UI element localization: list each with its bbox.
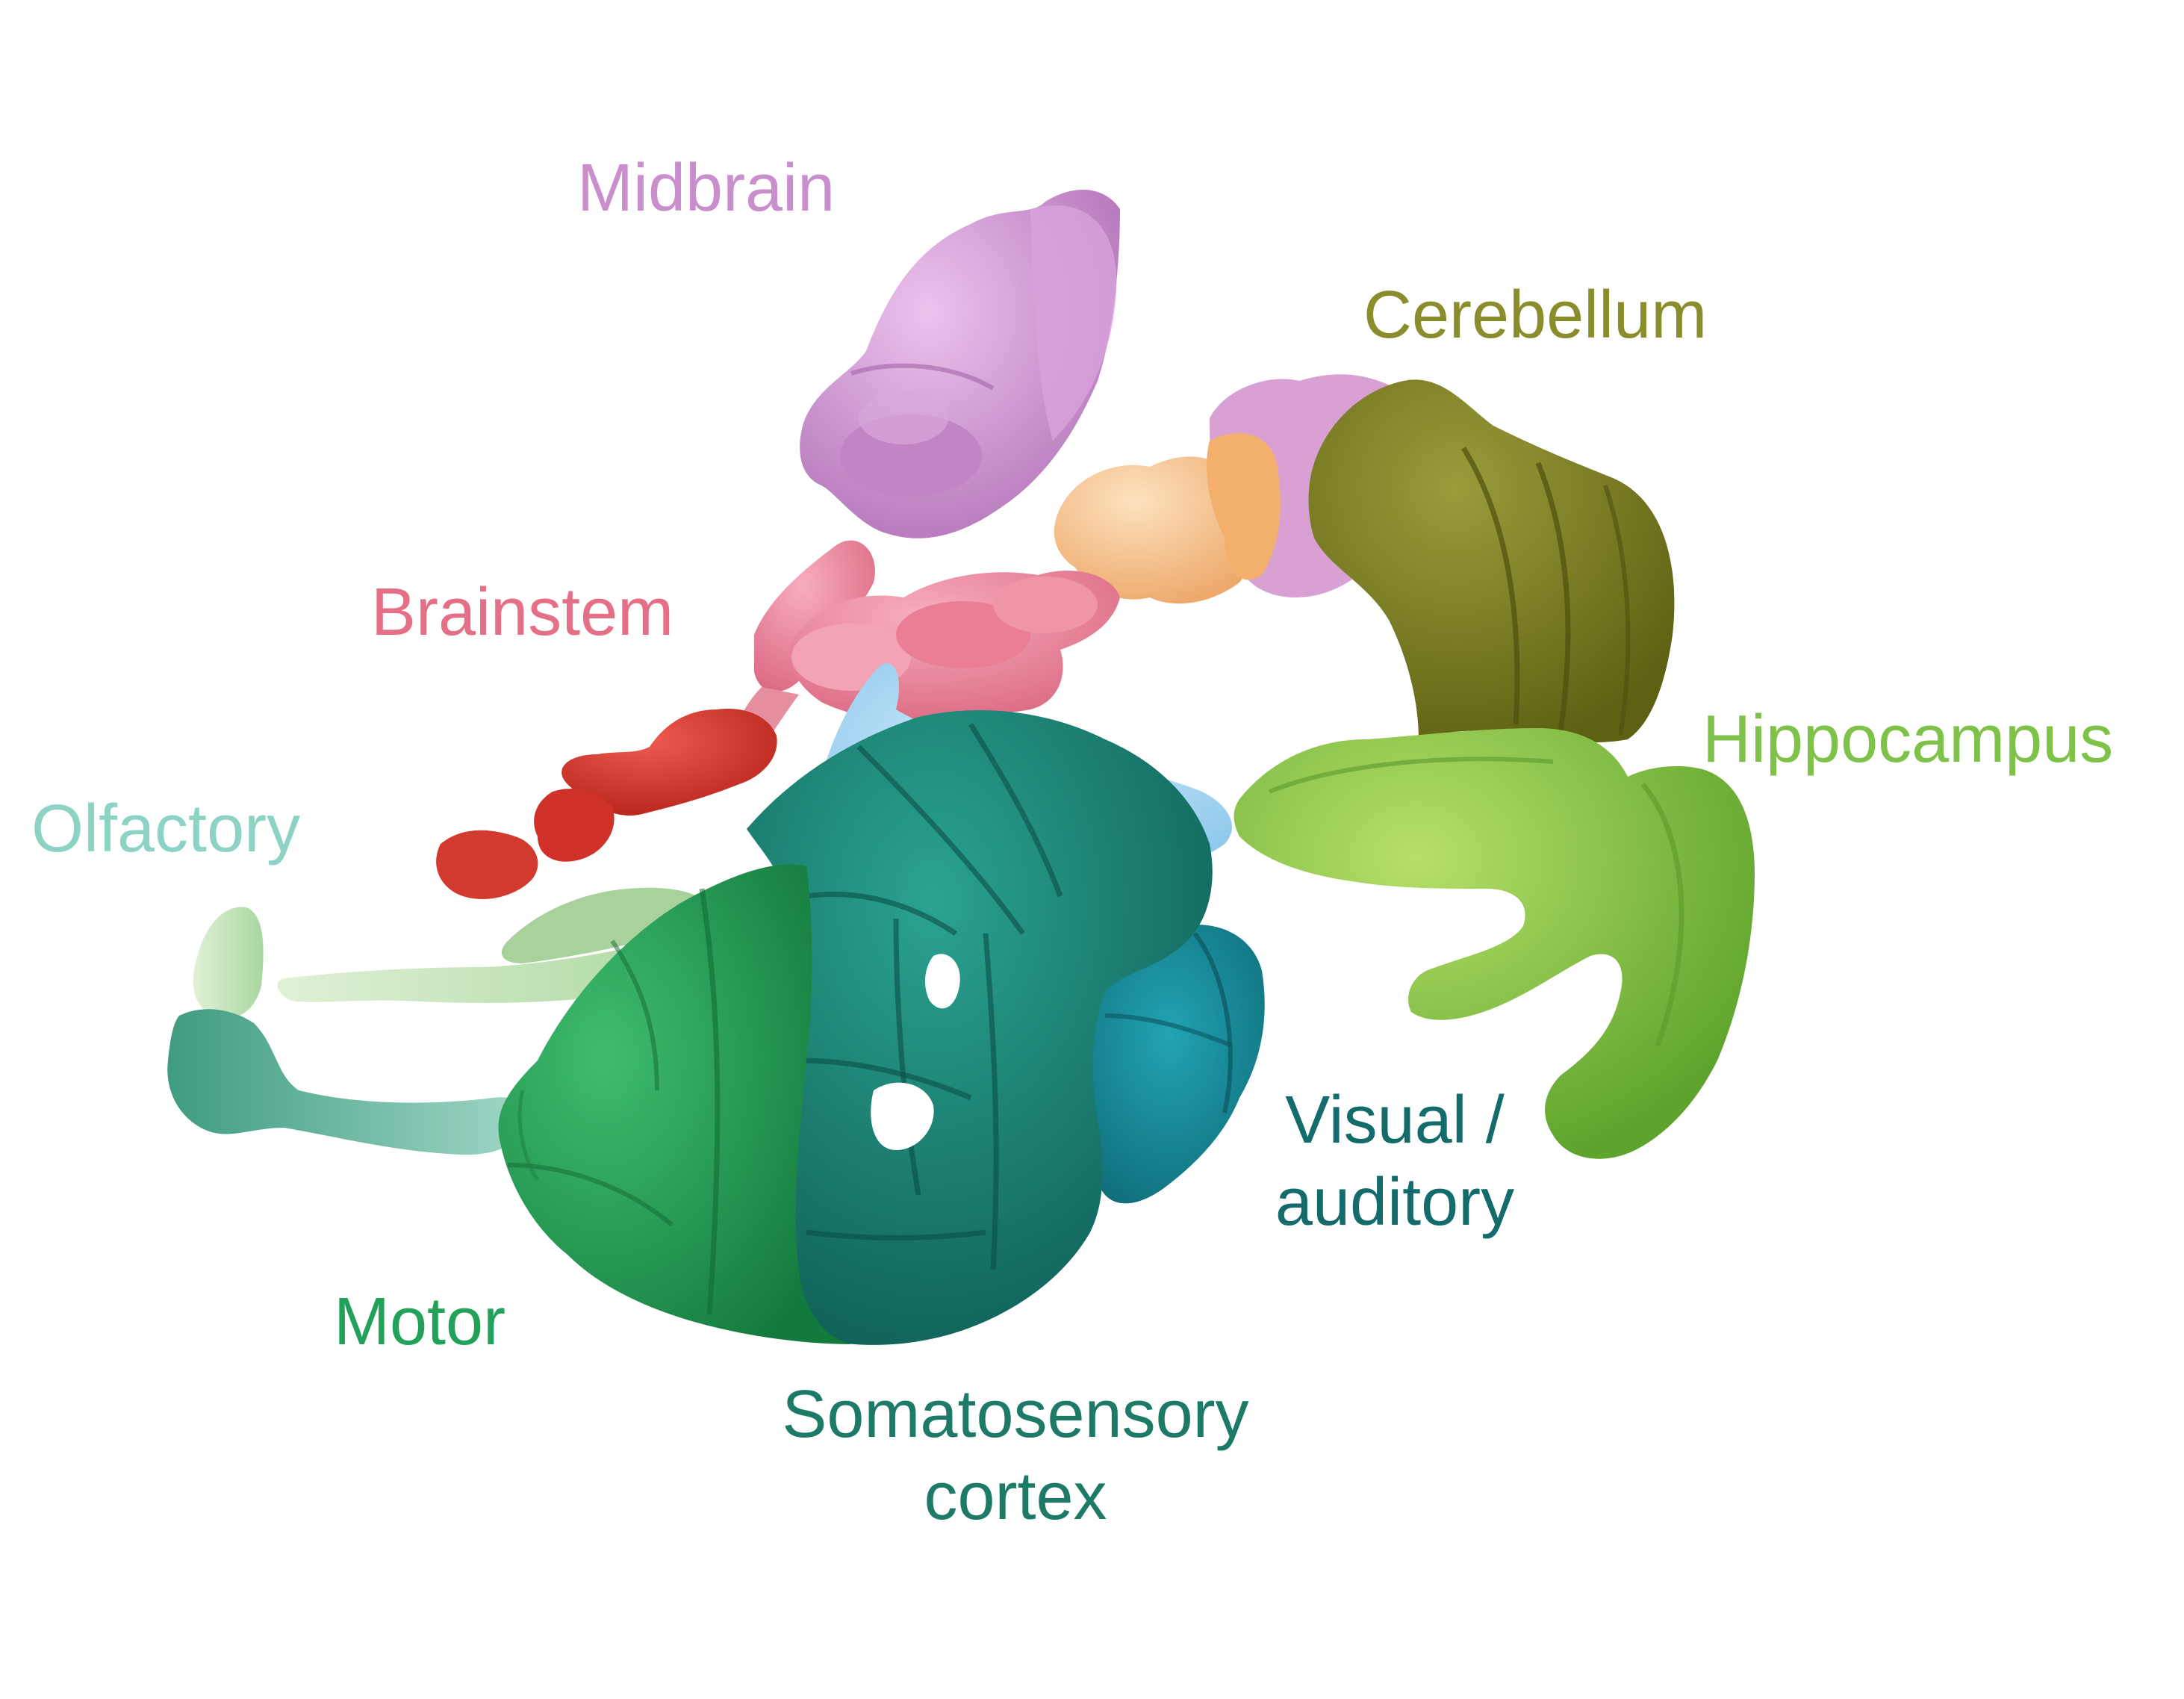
red-region-shape bbox=[436, 709, 777, 899]
somatosensory-shape bbox=[747, 710, 1213, 1345]
label-somato-line1: Somatosensory bbox=[782, 1377, 1249, 1452]
hippocampus-shape bbox=[1233, 728, 1755, 1159]
label-somato-line2: cortex bbox=[924, 1459, 1107, 1534]
brainstem-shape bbox=[732, 540, 1120, 769]
motor-shape bbox=[498, 864, 851, 1344]
label-hippocampus: Hippocampus bbox=[1702, 702, 2114, 777]
label-visual-line2: auditory bbox=[1275, 1164, 1515, 1240]
label-somatosensory-cortex: Somatosensory cortex bbox=[754, 1374, 1277, 1538]
label-brainstem: Brainstem bbox=[371, 575, 674, 650]
label-motor: Motor bbox=[334, 1285, 506, 1359]
midbrain-shape bbox=[800, 189, 1120, 538]
label-visual-auditory: Visual / auditory bbox=[1260, 1080, 1529, 1244]
label-olfactory: Olfactory bbox=[31, 792, 301, 866]
label-cerebellum: Cerebellum bbox=[1363, 278, 1708, 352]
cerebellum-shape bbox=[1308, 379, 1675, 743]
label-midbrain: Midbrain bbox=[577, 151, 836, 226]
label-visual-line1: Visual / bbox=[1285, 1083, 1505, 1158]
visual-auditory-shape bbox=[1074, 925, 1265, 1204]
